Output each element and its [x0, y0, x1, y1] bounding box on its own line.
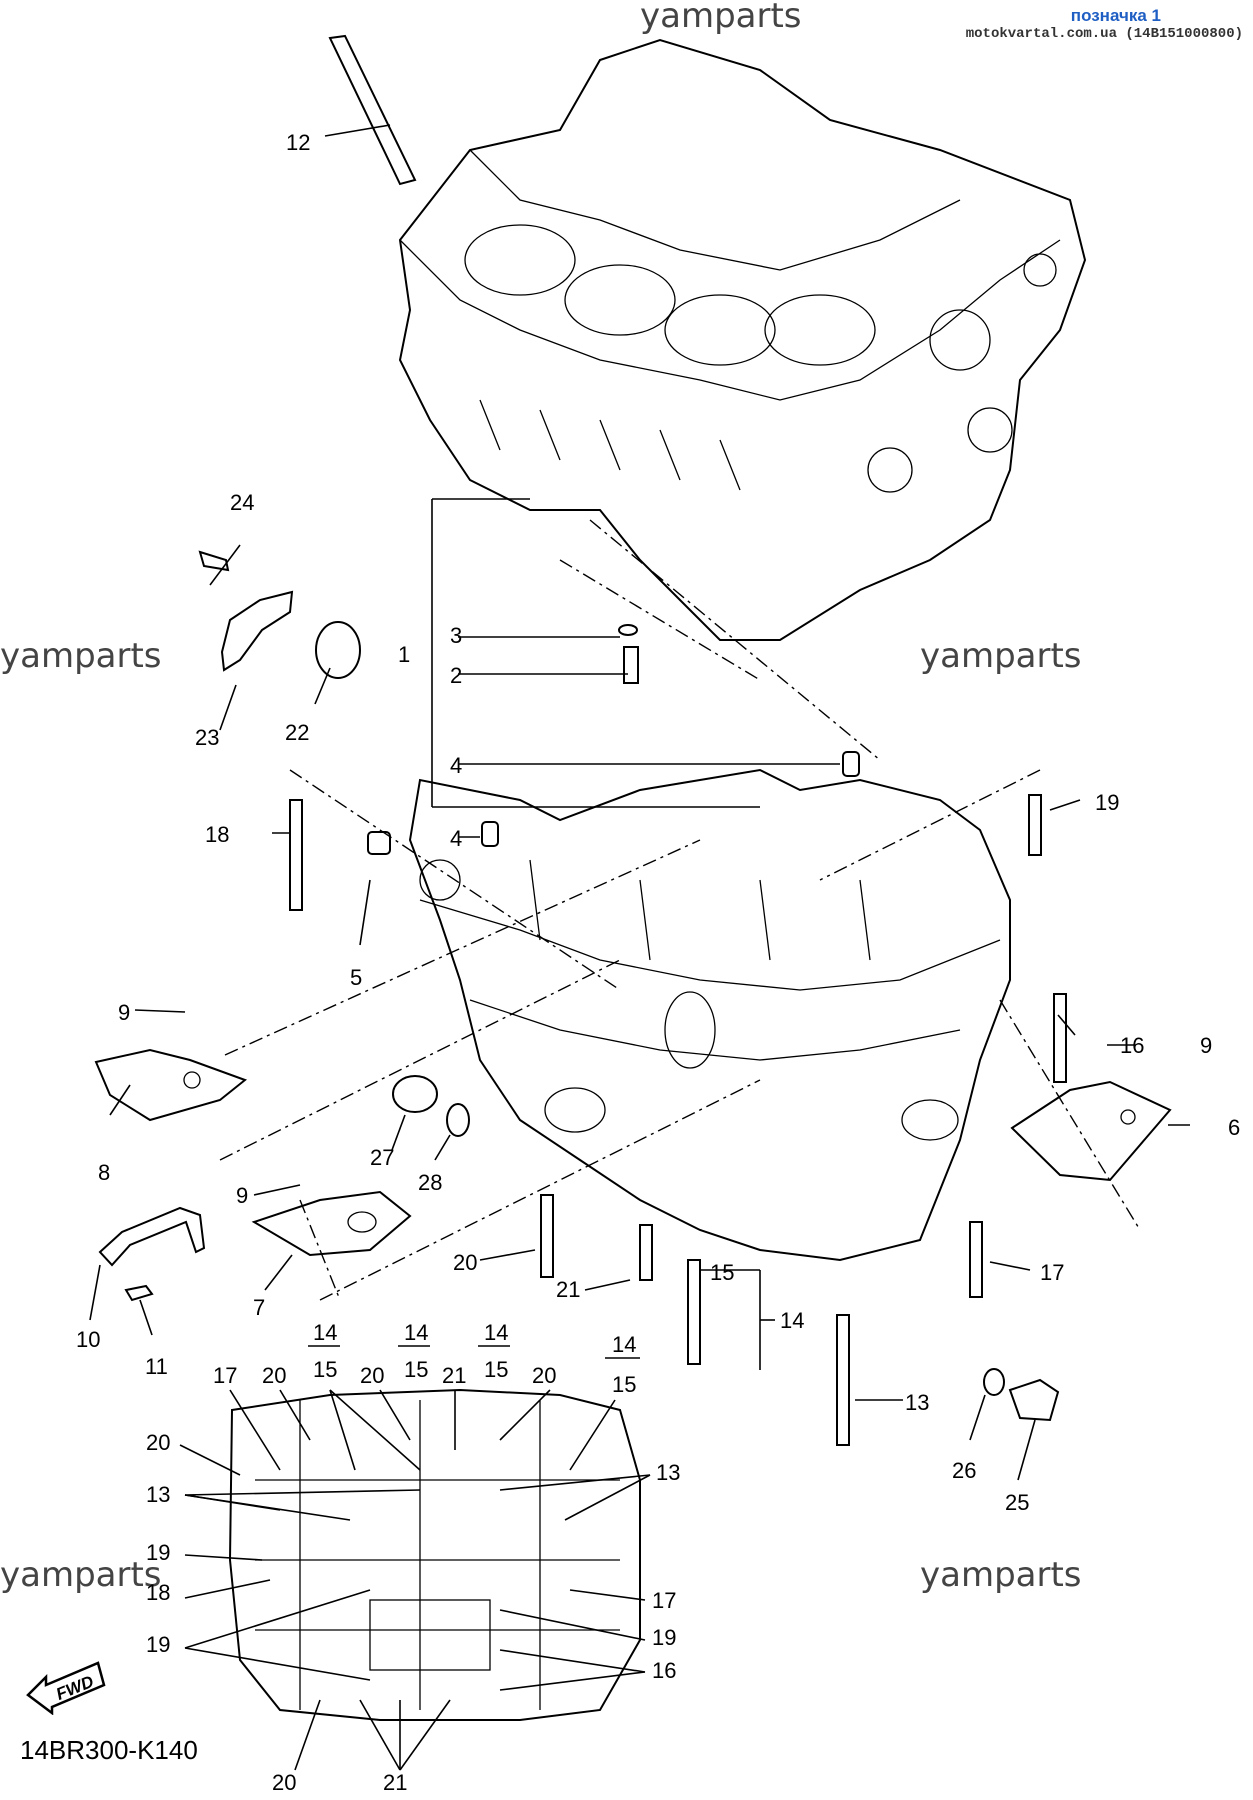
layout-13a: 13	[146, 1482, 170, 1507]
layout-14a: 14	[313, 1320, 337, 1345]
callout-7: 7	[253, 1295, 265, 1320]
upper-crankcase	[398, 38, 1087, 641]
callout-27: 27	[370, 1145, 394, 1170]
callout-2: 2	[450, 663, 462, 688]
layout-18a: 18	[146, 1580, 170, 1605]
layout-15d: 15	[612, 1372, 636, 1397]
layout-20b: 20	[360, 1363, 384, 1388]
callout-12: 12	[286, 130, 310, 155]
part-12-stud	[328, 34, 417, 186]
callout-9b: 9	[1200, 1033, 1212, 1058]
bolts	[289, 794, 1067, 1446]
part-8-cover	[94, 1048, 248, 1122]
diagram-code: 14BR300-K140	[20, 1735, 198, 1765]
callout-21: 21	[556, 1277, 580, 1302]
callout-labels: 12 24 1 3 2 22 23 4 4 18 19 5 9 16 9 6 8…	[76, 130, 1240, 1515]
callout-8: 8	[98, 1160, 110, 1185]
layout-21b: 21	[383, 1770, 407, 1795]
watermark-left-lower: yamparts	[0, 1555, 162, 1595]
layout-15c: 15	[484, 1357, 508, 1382]
watermark-left-upper: yamparts	[0, 636, 162, 676]
part-25-26-drain-plug	[983, 1368, 1060, 1422]
callout-28: 28	[418, 1170, 442, 1195]
callout-5: 5	[350, 965, 362, 990]
part-23-24-bracket-bolt	[198, 550, 294, 672]
callout-3: 3	[450, 623, 462, 648]
projection-lines	[219, 519, 1141, 1301]
callout-9c: 9	[236, 1183, 248, 1208]
callout-22: 22	[285, 720, 309, 745]
layout-15a: 15	[313, 1357, 337, 1382]
layout-15b: 15	[404, 1357, 428, 1382]
layout-20a: 20	[262, 1363, 286, 1388]
bottom-view	[228, 1388, 641, 1721]
callout-25: 25	[1005, 1490, 1029, 1515]
callout-26: 26	[952, 1458, 976, 1483]
callout-4a: 4	[450, 753, 462, 778]
layout-20d: 20	[146, 1430, 170, 1455]
layout-13b: 13	[656, 1460, 680, 1485]
callout-19: 19	[1095, 790, 1119, 815]
callout-16: 16	[1120, 1033, 1144, 1058]
part-4-dowels	[481, 751, 860, 847]
callout-4b: 4	[450, 826, 462, 851]
callout-20: 20	[453, 1250, 477, 1275]
layout-14d: 14	[612, 1332, 636, 1357]
layout-14b: 14	[404, 1320, 428, 1345]
part-2-3-dowel-oring	[618, 624, 639, 684]
callout-13: 13	[905, 1390, 929, 1415]
watermark-right-upper: yamparts	[920, 636, 1082, 676]
watermark-right-lower: yamparts	[920, 1555, 1082, 1595]
leader-lines	[89, 124, 1190, 1481]
fwd-label: FWD	[53, 1672, 96, 1704]
callout-9a: 9	[118, 1000, 130, 1025]
watermark-top: yamparts	[640, 0, 802, 36]
layout-17b: 17	[652, 1588, 676, 1613]
part-10-11-bracket-bolt	[98, 1206, 206, 1302]
layout-labels: 14 15 14 15 14 15 14 15 17 20 20 21 20 2…	[146, 1320, 680, 1795]
callout-23: 23	[195, 725, 219, 750]
lower-crankcase	[408, 768, 1011, 1262]
layout-20c: 20	[532, 1363, 556, 1388]
layout-20e: 20	[272, 1770, 296, 1795]
header-subtitle: motokvartal.com.ua (14B151000800)	[965, 26, 1243, 42]
layout-21a: 21	[442, 1363, 466, 1388]
callout-18: 18	[205, 822, 229, 847]
layout-19c: 19	[652, 1625, 676, 1650]
layout-14c: 14	[484, 1320, 508, 1345]
layout-19b: 19	[146, 1632, 170, 1657]
fwd-arrow-icon: FWD	[26, 1655, 108, 1720]
callout-1: 1	[398, 642, 410, 667]
callout-15: 15	[710, 1260, 734, 1285]
layout-19a: 19	[146, 1540, 170, 1565]
callout-14: 14	[780, 1308, 804, 1333]
callout-11: 11	[145, 1354, 168, 1379]
part-27-28-plug-gasket	[392, 1075, 470, 1137]
part-5-plug	[367, 831, 391, 855]
layout-leaders	[179, 1345, 651, 1771]
callout-10: 10	[76, 1327, 100, 1352]
layout-16a: 16	[652, 1658, 676, 1683]
layout-17a: 17	[213, 1363, 237, 1388]
callout-6: 6	[1228, 1115, 1240, 1140]
header-title: позначка 1	[1070, 6, 1161, 25]
part-6-cover	[1010, 1080, 1172, 1182]
callout-24: 24	[230, 490, 254, 515]
callout-17: 17	[1040, 1260, 1064, 1285]
part-22-oil-seal	[315, 621, 361, 679]
part-7-cover	[251, 1190, 412, 1257]
